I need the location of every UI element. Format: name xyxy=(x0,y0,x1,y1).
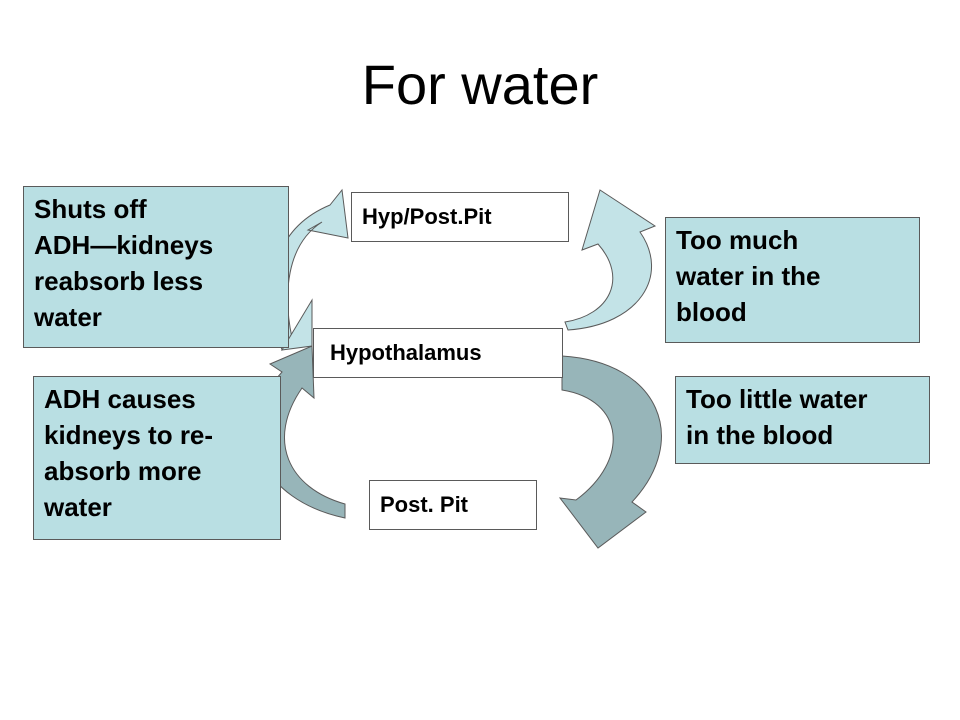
note-too-much-water: Too much water in the blood xyxy=(665,217,920,343)
hypothalamus-arrow-tip xyxy=(281,298,313,351)
note-adh-causes-reabsorb: ADH causes kidneys to re- absorb more wa… xyxy=(33,376,281,540)
note-too-little-water: Too little water in the blood xyxy=(675,376,930,464)
upper-right-curved-arrow xyxy=(564,189,657,331)
node-hyp-post-pit: Hyp/Post.Pit xyxy=(351,192,569,242)
node-post-pit: Post. Pit xyxy=(369,480,537,530)
note-shuts-off-adh: Shuts off ADH—kidneys reabsorb less wate… xyxy=(23,186,289,348)
node-hypothalamus: Hypothalamus xyxy=(313,328,563,378)
slide-title: For water xyxy=(361,53,599,116)
lower-right-curved-arrow xyxy=(558,355,662,549)
